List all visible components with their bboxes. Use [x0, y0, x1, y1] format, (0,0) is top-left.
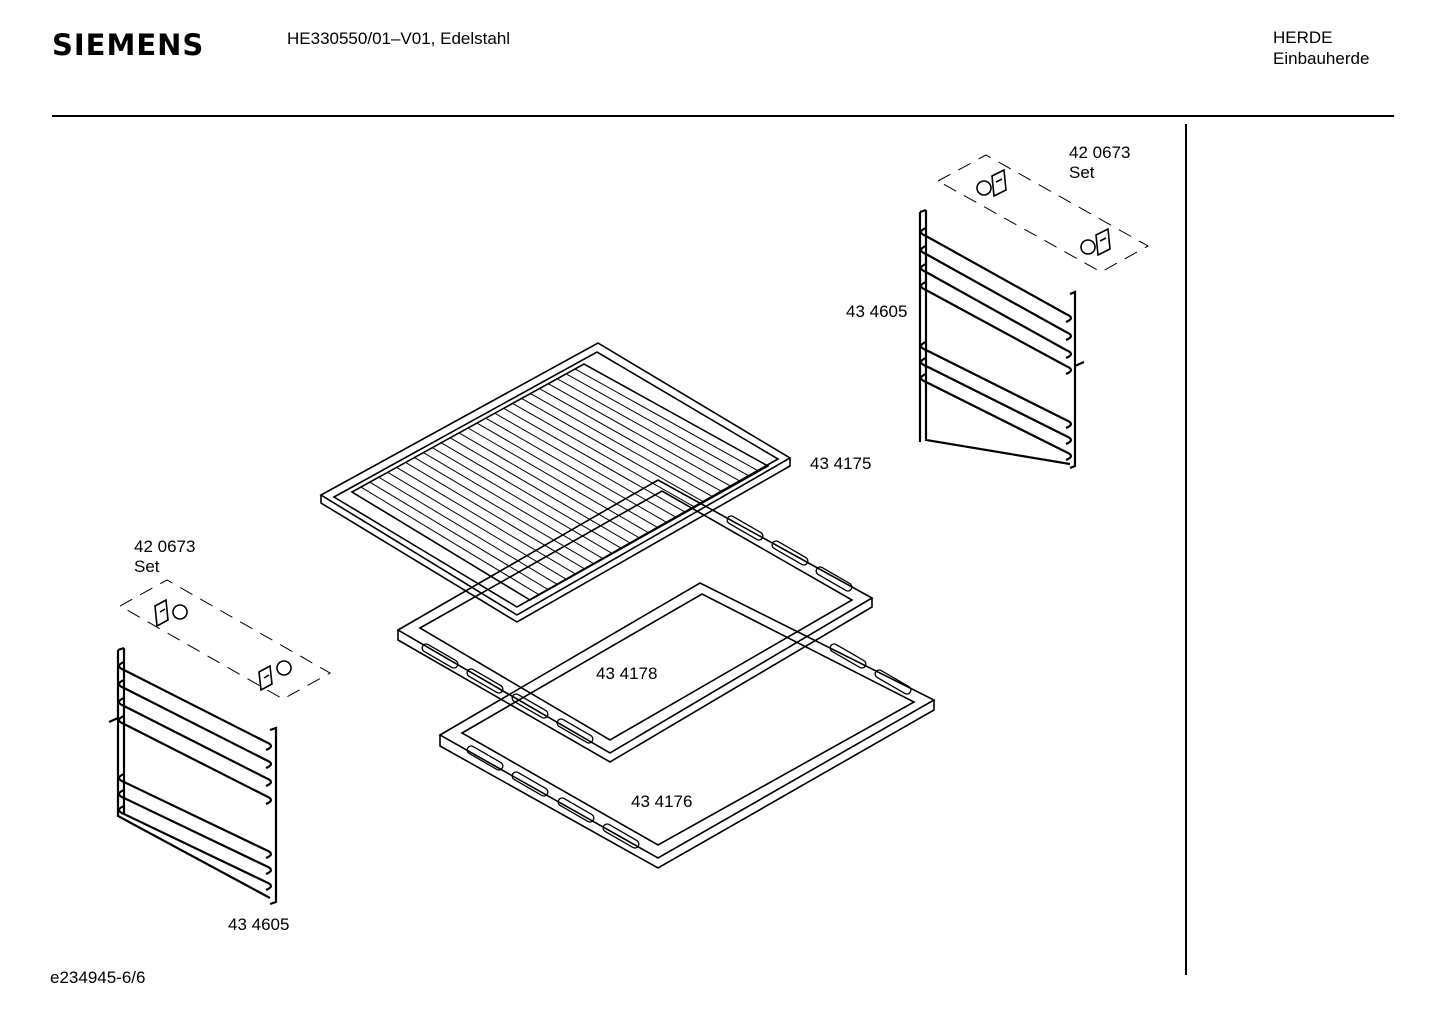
grid-wire	[512, 402, 696, 508]
category-block: HERDE Einbauherde	[1273, 27, 1369, 69]
grid-wire	[414, 457, 595, 565]
side-rail-right	[918, 208, 1085, 470]
grid-wire	[565, 373, 750, 477]
part-number-set-top: 42 0673	[1069, 143, 1131, 162]
clip-part-left-a	[154, 598, 188, 628]
grid-wire	[556, 378, 741, 482]
header-divider	[52, 115, 1394, 117]
baking-tray	[396, 479, 874, 763]
clip-part-left-b	[258, 660, 292, 692]
label-set-top: 42 0673 Set	[1069, 143, 1130, 183]
grid-wire	[423, 452, 604, 560]
category-line1: HERDE	[1273, 28, 1333, 47]
side-rail-left	[108, 646, 278, 906]
set-text-left: Set	[134, 557, 160, 576]
label-grid-shelf: 43 4175	[810, 454, 872, 473]
grid-shelf	[319, 342, 792, 623]
grid-wire	[360, 486, 540, 596]
grid-wire	[485, 417, 668, 524]
grid-wire	[467, 427, 650, 534]
model-title: HE330550/01–V01, Edelstahl	[287, 29, 511, 48]
grid-wire	[503, 407, 686, 513]
set-box-top	[936, 154, 1150, 273]
right-margin-line	[1185, 124, 1187, 975]
grid-wire	[405, 462, 586, 570]
label-rail-right: 43 4605	[846, 302, 908, 321]
grid-wire	[458, 432, 641, 539]
grid-wire	[378, 476, 558, 585]
grid-wire	[440, 442, 622, 549]
clip-part-top-b	[1080, 227, 1111, 257]
label-set-left: 42 0673 Set	[134, 537, 195, 577]
label-rail-left: 43 4605	[228, 915, 290, 934]
grid-wire	[476, 422, 659, 529]
clip-part-top-a	[976, 168, 1007, 198]
grid-wire	[530, 393, 714, 498]
part-number-set-left: 42 0673	[134, 537, 196, 556]
set-text-top: Set	[1069, 163, 1095, 182]
grid-wire	[387, 471, 567, 580]
category-line2: Einbauherde	[1273, 49, 1370, 68]
grid-wire	[449, 437, 631, 544]
grid-wire	[574, 368, 760, 472]
grid-wire	[548, 383, 732, 488]
grid-wire	[494, 412, 677, 518]
drawing-id: e234945-6/6	[50, 968, 146, 987]
deep-tray	[438, 582, 936, 869]
grid-wire	[521, 398, 705, 503]
baking-tray-slots	[421, 515, 853, 744]
grid-wire	[539, 388, 723, 493]
label-baking-tray: 43 4178	[596, 664, 658, 683]
brand-logo: SIEMENS	[52, 28, 205, 62]
grid-wire	[432, 447, 613, 555]
deep-tray-slots	[466, 643, 912, 849]
label-deep-tray: 43 4176	[631, 792, 693, 811]
grid-wire	[369, 481, 549, 591]
set-box-left	[118, 579, 332, 700]
